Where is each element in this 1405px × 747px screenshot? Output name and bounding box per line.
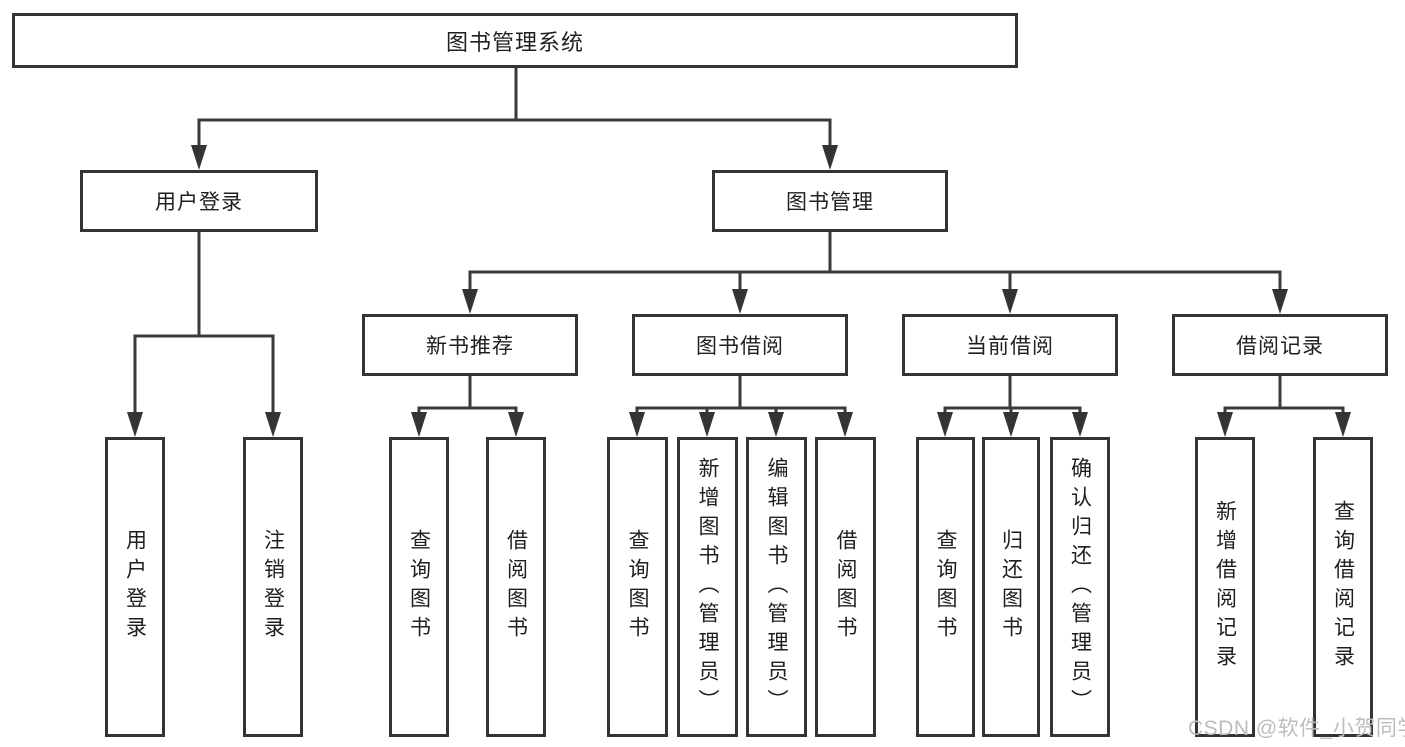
edge-book-borrow-group [635, 376, 847, 415]
leaf-confirm-return-admin: 确认归还（管理员） [1050, 437, 1110, 737]
leaf-return-books: 归还图书 [982, 437, 1040, 737]
leaf-query-borrow-record: 查询借阅记录 [1313, 437, 1373, 737]
node-current-borrow-label: 当前借阅 [966, 335, 1054, 358]
leaf-logout-label: 注销登录 [261, 529, 285, 645]
leaf-query-books-current-label: 查询图书 [934, 529, 957, 645]
leaf-query-books-borrow: 查询图书 [607, 437, 668, 737]
arrowheads [127, 145, 1351, 437]
node-root: 图书管理系统 [12, 13, 1018, 68]
leaf-logout: 注销登录 [243, 437, 303, 737]
edge-user-login-group [133, 232, 275, 414]
node-borrow-records-label: 借阅记录 [1236, 335, 1324, 358]
leaf-return-books-label: 归还图书 [999, 529, 1023, 645]
edge-borrow-records-group [1223, 376, 1345, 415]
leaf-borrow-books-recommend: 借阅图书 [486, 437, 546, 737]
leaf-query-books-current: 查询图书 [916, 437, 975, 737]
leaf-borrow-books-recommend-label: 借阅图书 [504, 529, 528, 645]
leaf-query-books-recommend: 查询图书 [389, 437, 449, 737]
node-book-borrow: 图书借阅 [632, 314, 848, 376]
node-book-management: 图书管理 [712, 170, 948, 232]
node-current-borrow: 当前借阅 [902, 314, 1118, 376]
node-borrow-records: 借阅记录 [1172, 314, 1388, 376]
leaf-query-borrow-record-label: 查询借阅记录 [1331, 500, 1355, 674]
edge-book-management-group [468, 232, 1282, 292]
leaf-user-login: 用户登录 [105, 437, 165, 737]
node-user-login-label: 用户登录 [155, 191, 243, 214]
leaf-confirm-return-admin-label: 确认归还（管理员） [1068, 456, 1092, 718]
leaf-edit-books-admin: 编辑图书（管理员） [746, 437, 807, 737]
csdn-watermark: CSDN @软件_小贺同学 [1188, 717, 1405, 740]
leaf-borrow-books: 借阅图书 [815, 437, 876, 737]
leaf-add-borrow-record: 新增借阅记录 [1195, 437, 1255, 737]
leaf-add-books-admin: 新增图书（管理员） [677, 437, 738, 737]
leaf-add-borrow-record-label: 新增借阅记录 [1213, 500, 1237, 674]
leaf-query-books-borrow-label: 查询图书 [626, 529, 649, 645]
leaf-add-books-admin-label: 新增图书（管理员） [696, 456, 719, 718]
leaf-user-login-label: 用户登录 [123, 529, 147, 645]
node-new-book-recommend: 新书推荐 [362, 314, 578, 376]
leaf-query-books-recommend-label: 查询图书 [407, 529, 431, 645]
edge-root-to-level2 [197, 68, 832, 147]
node-root-label: 图书管理系统 [445, 29, 584, 55]
node-user-login: 用户登录 [80, 170, 318, 232]
leaf-edit-books-admin-label: 编辑图书（管理员） [765, 456, 788, 718]
node-book-management-label: 图书管理 [786, 191, 874, 214]
edge-current-borrow-group [943, 376, 1082, 415]
leaf-borrow-books-label: 借阅图书 [834, 529, 857, 645]
node-book-borrow-label: 图书借阅 [696, 335, 784, 358]
edge-new-book-group [417, 376, 518, 415]
node-new-book-recommend-label: 新书推荐 [426, 335, 514, 358]
